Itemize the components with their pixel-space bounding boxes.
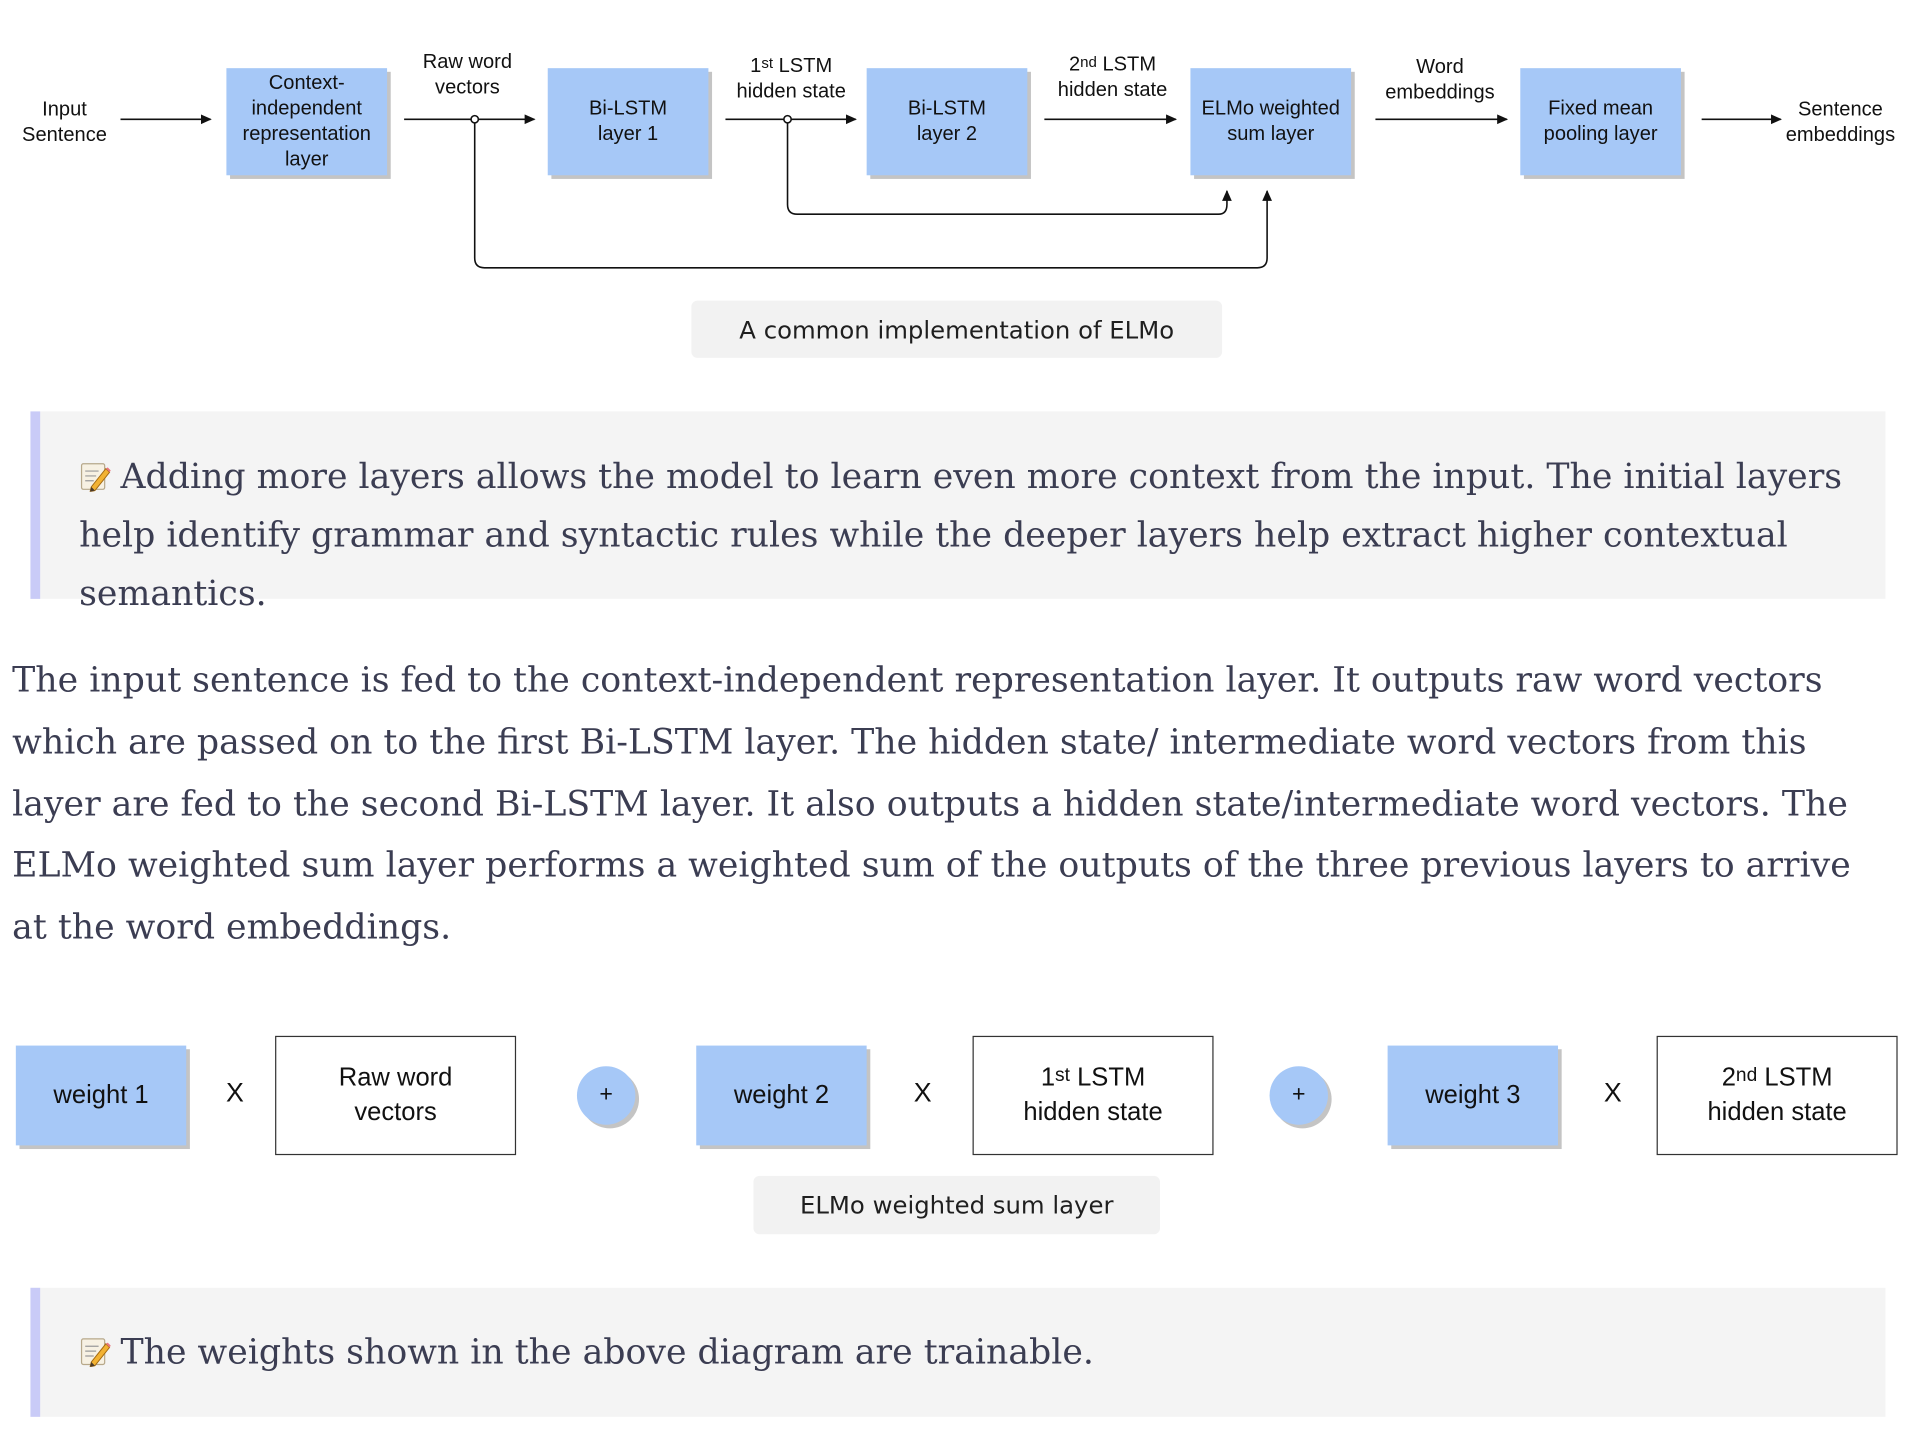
body-paragraph: The input sentence is fed to the context… <box>12 659 1851 948</box>
weighted-sum-caption: ELMo weighted sum layer <box>753 1175 1160 1235</box>
elmo-architecture-diagram: Input Sentence Context- independent repr… <box>0 0 1906 292</box>
weighted-sum-diagram: weight 1 X Raw word vectors + weight 2 X… <box>0 1022 1906 1241</box>
input-sentence-label: Input Sentence <box>22 98 107 147</box>
diagram-caption: A common implementation of ELMo <box>691 300 1223 358</box>
fixed-mean-pooling-layer-block: Fixed mean pooling layer <box>1520 68 1681 176</box>
bilstm-layer-1-block: Bi-LSTM layer 1 <box>547 68 709 176</box>
weight-2-block: weight 2 <box>696 1045 867 1146</box>
word-embeddings-label: Word embeddings <box>1385 55 1495 104</box>
info-note-weights-text: The weights shown in the above diagram a… <box>120 1331 1094 1372</box>
weight-3-block: weight 3 <box>1387 1045 1559 1146</box>
raw-word-vectors-box: Raw word vectors <box>275 1035 517 1156</box>
info-note-weights: The weights shown in the above diagram a… <box>30 1287 1886 1417</box>
bilstm-layer-2-block: Bi-LSTM layer 2 <box>866 68 1028 176</box>
first-lstm-hidden-state-box: 1st LSTM hidden state <box>972 1035 1214 1156</box>
skip-arrow-raw-to-elmo <box>473 119 1272 269</box>
plus-sign: + <box>1269 1066 1328 1125</box>
branch-point-raw <box>470 114 480 124</box>
raw-word-vectors-label: Raw word vectors <box>422 51 513 99</box>
multiply-sign: X <box>225 1077 244 1108</box>
skip-arrow-hidden1-to-elmo <box>786 119 1232 216</box>
memo-icon <box>80 463 111 492</box>
branch-point-hidden1 <box>783 114 792 124</box>
memo-icon <box>80 1338 111 1367</box>
info-note-text: Adding more layers allows the model to l… <box>79 456 1843 614</box>
multiply-sign: X <box>913 1077 932 1108</box>
weight-1-block: weight 1 <box>15 1045 187 1146</box>
connector-lines <box>120 114 1782 269</box>
multiply-sign: X <box>1603 1077 1622 1108</box>
first-lstm-hidden-state-label: 1st LSTM hidden state <box>736 54 846 103</box>
plus-sign: + <box>576 1066 636 1125</box>
elmo-weighted-sum-layer-block: ELMo weighted sum layer <box>1190 68 1352 176</box>
second-lstm-hidden-state-box: 2nd LSTM hidden state <box>1656 1035 1898 1156</box>
info-note: Adding more layers allows the model to l… <box>30 411 1886 613</box>
sentence-embeddings-label: Sentence embeddings <box>1785 98 1896 147</box>
second-lstm-hidden-state-label: 2nd LSTM hidden state <box>1057 53 1168 102</box>
context-independent-layer-block: Context- independent representation laye… <box>226 68 388 176</box>
